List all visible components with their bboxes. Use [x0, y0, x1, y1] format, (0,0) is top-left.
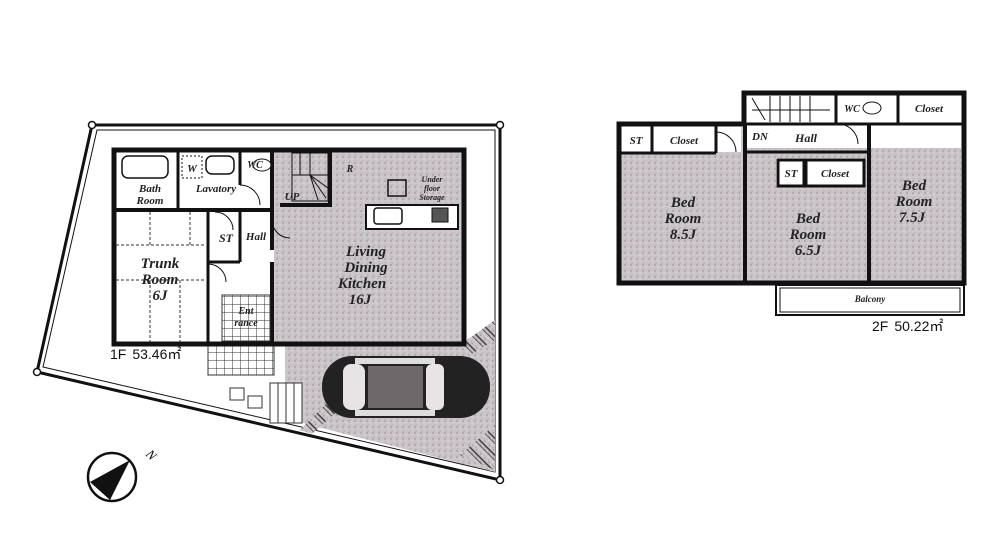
bedroom-1-label: Bed: [670, 195, 696, 211]
bedroom-2-label: Bed: [795, 211, 821, 227]
washer-label: W: [187, 163, 198, 175]
trunk-room-label: Trunk: [141, 256, 180, 272]
closet-right-label: Closet: [915, 103, 944, 115]
svg-text:Kitchen: Kitchen: [337, 276, 386, 292]
house-2f: [616, 90, 967, 316]
bedroom-3-label: Bed: [901, 178, 927, 194]
ldk-label: Living: [345, 244, 386, 260]
svg-text:16J: 16J: [349, 292, 372, 308]
under-floor-storage-label: Storage: [419, 193, 445, 202]
svg-text:Room: Room: [664, 211, 702, 227]
entrance-label: Ent: [237, 306, 254, 317]
balcony-label: Balcony: [854, 294, 887, 304]
svg-text:Under: Under: [422, 175, 444, 184]
svg-text:6.5J: 6.5J: [795, 243, 822, 259]
bath-label: Bath: [138, 183, 161, 195]
lavatory-label: Lavatory: [195, 183, 236, 195]
svg-text:8.5J: 8.5J: [670, 227, 697, 243]
wc-2f-label: WC: [844, 104, 860, 115]
car-icon: [322, 356, 490, 418]
north-label: N: [142, 446, 160, 464]
porch: [207, 344, 275, 376]
wc-label: WC: [247, 160, 263, 171]
house-1f: [111, 147, 467, 347]
room-labels-1f: Bath Room W Lavatory WC UP R Under floor…: [110, 160, 445, 362]
svg-text:Room: Room: [789, 227, 827, 243]
svg-text:Room: Room: [895, 194, 933, 210]
svg-text:Bath: Bath: [138, 183, 161, 195]
refrigerator-label: R: [346, 164, 354, 175]
compass-icon: N: [86, 446, 161, 503]
closet-mid-label: Closet: [821, 168, 850, 180]
svg-text:rance: rance: [234, 318, 258, 329]
entrance-steps: [229, 382, 303, 424]
svg-text:Room: Room: [136, 195, 164, 207]
svg-text:Room: Room: [141, 272, 179, 288]
svg-text:Dining: Dining: [343, 260, 388, 276]
st-mid-label: ST: [785, 168, 799, 180]
svg-text:floor: floor: [424, 184, 441, 193]
hall-label: Hall: [245, 231, 267, 243]
storage-label: ST: [219, 231, 234, 245]
hall-2f-label: Hall: [794, 131, 818, 145]
dn-label: DN: [751, 131, 769, 143]
up-label: UP: [285, 191, 300, 203]
svg-text:7.5J: 7.5J: [899, 210, 926, 226]
st-left-label: ST: [630, 135, 644, 147]
room-labels-2f: ST Closet DN Hall WC Closet ST Closet Be…: [630, 103, 944, 334]
closet-left-label: Closet: [670, 135, 699, 147]
svg-text:6J: 6J: [153, 288, 169, 304]
